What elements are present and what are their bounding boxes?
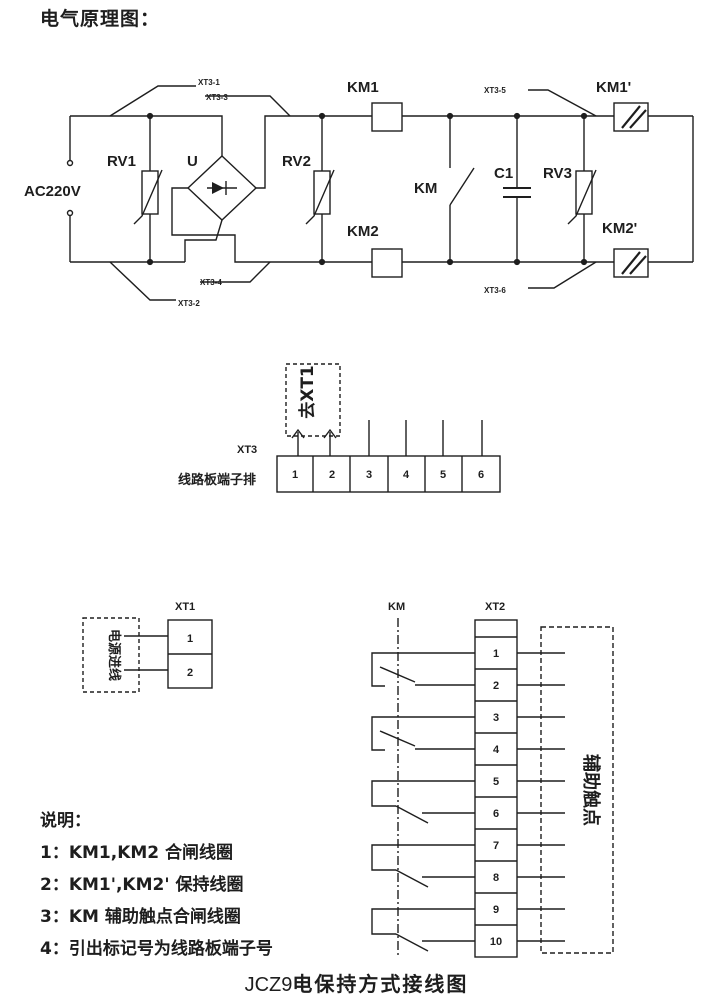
xt3-cell-5: 5 [440, 469, 446, 481]
xt3-cell-2: 2 [329, 469, 335, 481]
xt2-cell-2: 2 [493, 680, 499, 692]
xt1-name: XT1 [175, 601, 195, 613]
to-xt1-label: 去XT1 [297, 365, 318, 419]
varistor-rv3 [575, 170, 593, 215]
notes: 说明： 1：KM1,KM2 合闸线圈 2：KM1',KM2' 保持线圈 3：KM… [40, 805, 273, 965]
xt2-cell-8: 8 [493, 872, 499, 884]
xt2-cell-1: 1 [493, 648, 499, 660]
terminal-xt3-4: XT3-4 [200, 278, 222, 287]
note-item: 4：引出标记号为线路板端子号 [40, 939, 273, 959]
terminal-xt3-6: XT3-6 [484, 286, 506, 295]
xt3-cell-3: 3 [366, 469, 372, 481]
coil-km1-prime [613, 102, 649, 132]
terminal-xt3-5: XT3-5 [484, 86, 506, 95]
xt3-name: XT3 [237, 444, 257, 456]
xt2-dividers [475, 636, 517, 926]
note-item: 3：KM 辅助触点合闸线圈 [40, 907, 241, 927]
xt3-cell-4: 4 [403, 469, 410, 481]
xt3-cell-1: 1 [292, 469, 298, 481]
aux-contacts-label: 辅助触点 [580, 754, 602, 826]
c1-label: C1 [494, 165, 513, 182]
schematic: AC220V RV1 U RV2 [24, 78, 694, 308]
notes-heading: 说明： [40, 811, 91, 831]
xt3-terminal-strip: 去XT1 XT3 线路板端子排 1 2 3 4 5 6 [178, 363, 501, 493]
km2-prime-label: KM2' [602, 220, 637, 237]
varistor-rv1 [141, 170, 159, 215]
km1-label: KM1 [347, 79, 379, 96]
xt1-cell-2: 2 [187, 667, 193, 679]
rv2-label: RV2 [282, 153, 311, 170]
power-input-label: 电源进线 [106, 629, 122, 681]
terminal-xt3-3: XT3-3 [206, 93, 228, 102]
coil-km1 [371, 102, 403, 132]
xt2-cell-9: 9 [493, 904, 499, 916]
km-column-label: KM [388, 601, 405, 613]
terminal-xt3-2: XT3-2 [178, 299, 200, 308]
xt2-cell-7: 7 [493, 840, 499, 852]
xt2-cell-4: 4 [493, 744, 500, 756]
figure-caption: JCZ9电保持方式接线图 [0, 968, 713, 997]
caption-text: 电保持方式接线图 [292, 972, 469, 996]
note-item: 2：KM1',KM2' 保持线圈 [40, 875, 244, 895]
km2-label: KM2 [347, 223, 379, 240]
rv1-label: RV1 [107, 153, 136, 170]
xt1-terminal-block: XT1 电源进线 1 2 [82, 601, 213, 693]
xt2-name: XT2 [485, 601, 505, 613]
rv3-label: RV3 [543, 165, 572, 182]
rectifier-label: U [187, 153, 198, 170]
xt2-cell-6: 6 [493, 808, 499, 820]
xt2-terminal-block: KM XT2 1 2 3 4 5 6 7 8 9 10 [371, 601, 614, 958]
xt1-cell-1: 1 [187, 633, 193, 645]
coil-km2 [371, 248, 403, 278]
varistor-rv2 [313, 170, 331, 215]
ac-source-label: AC220V [24, 183, 81, 200]
page-title: 电气原理图： [40, 8, 161, 30]
xt2-cell-10: 10 [490, 936, 502, 948]
caption-code: JCZ9 [244, 974, 293, 996]
xt3-cell-6: 6 [478, 469, 484, 481]
km-aux-contacts [371, 652, 475, 952]
coil-km2-prime [613, 248, 649, 278]
km1-prime-label: KM1' [596, 79, 631, 96]
note-item: 1：KM1,KM2 合闸线圈 [40, 843, 234, 863]
xt2-cell-5: 5 [493, 776, 499, 788]
km-contact-label: KM [414, 180, 437, 197]
terminal-xt3-1: XT3-1 [198, 78, 220, 87]
xt2-cell-3: 3 [493, 712, 499, 724]
xt3-board-label: 线路板端子排 [178, 472, 256, 488]
